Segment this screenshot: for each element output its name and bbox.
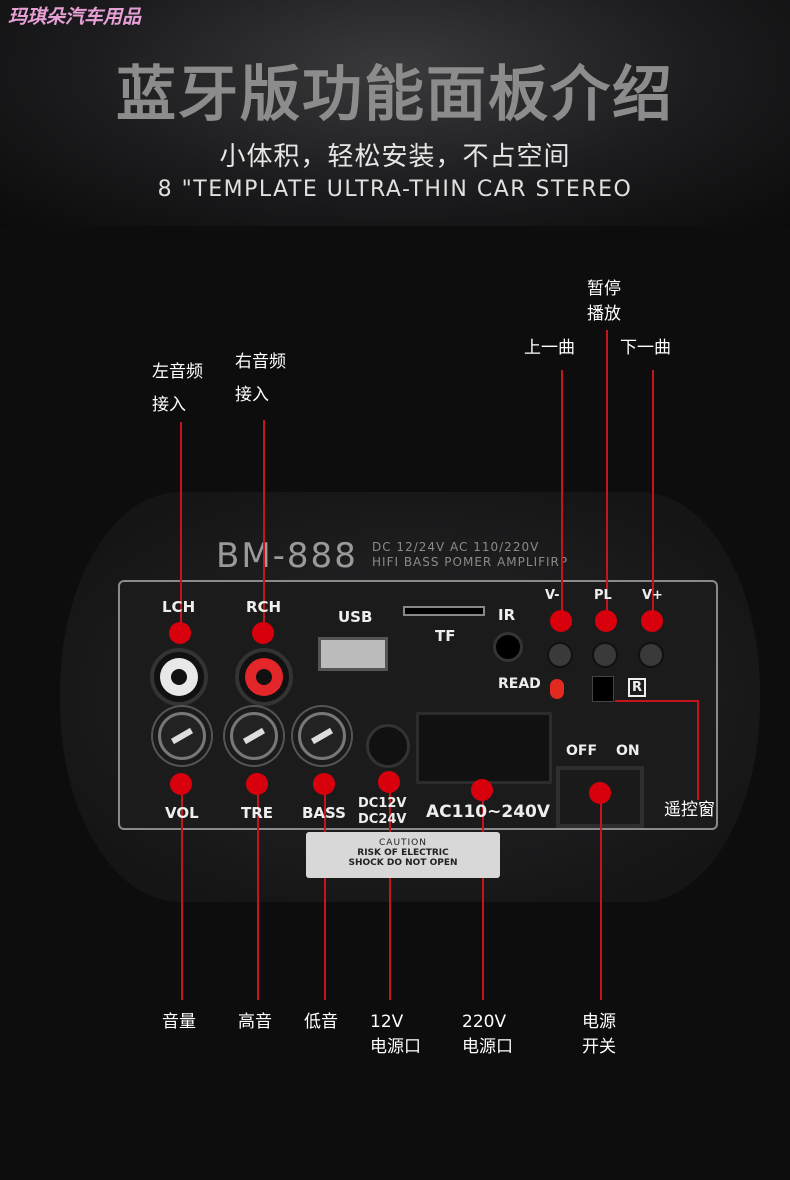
next-button [638, 642, 664, 668]
label-bass: 低音 [304, 1012, 338, 1032]
vol-label: VOL [165, 804, 199, 822]
treble-knob [230, 712, 278, 760]
prev-button [547, 642, 573, 668]
model-name: BM-888 [216, 536, 358, 576]
english-subtitle: 8 "TEMPLATE ULTRA-THIN CAR STEREO [157, 177, 633, 202]
ac-socket [416, 712, 552, 784]
callout-dot [169, 622, 191, 644]
label-pause: 暂停播放 [587, 279, 621, 324]
label-power: 电源开关 [582, 1012, 616, 1057]
callout-line [482, 790, 484, 1000]
r-label: R [628, 678, 647, 697]
callout-dot [313, 773, 335, 795]
callout-dot [589, 782, 611, 804]
volume-knob [158, 712, 206, 760]
ac-label: AC110~240V [426, 802, 551, 822]
remote-window [592, 676, 614, 702]
callout-dot [378, 771, 400, 793]
tre-label: TRE [241, 804, 274, 822]
vminus-label: V- [545, 588, 560, 603]
read-label: READ [498, 676, 541, 692]
lch-label: LCH [162, 598, 196, 616]
ir-jack [493, 632, 523, 662]
dc-jack [366, 724, 410, 768]
tf-slot [403, 606, 485, 616]
caution-line-1: RISK OF ELECTRIC [357, 848, 449, 858]
watermark: 玛琪朵汽车用品 [8, 6, 142, 28]
callout-line [389, 782, 391, 1000]
callout-line [615, 700, 698, 702]
usb-label: USB [338, 608, 373, 626]
dc24-label: DC24V [358, 812, 407, 827]
label-next: 下一曲 [620, 338, 671, 358]
rch-label: RCH [246, 598, 282, 616]
spec-line-1: DC 12/24V AC 110/220V [372, 540, 540, 554]
read-led [550, 679, 564, 699]
callout-line [697, 700, 699, 800]
bass-label: BASS [302, 804, 346, 822]
callout-dot [170, 773, 192, 795]
label-prev: 上一曲 [524, 338, 575, 358]
caution-sticker: CAUTION RISK OF ELECTRIC SHOCK DO NOT OP… [306, 832, 500, 878]
label-right-audio: 右音频接入 [235, 352, 286, 405]
page-title: 蓝牙版功能面板介绍 [116, 60, 674, 130]
callout-line [606, 330, 608, 622]
label-treble: 高音 [238, 1012, 272, 1032]
dc12-label: DC12V [358, 796, 407, 811]
callout-line [180, 422, 182, 634]
callout-dot [471, 779, 493, 801]
vplus-label: V+ [642, 588, 663, 603]
pause-button [592, 642, 618, 668]
callout-line [561, 370, 563, 622]
callout-line [257, 784, 259, 1000]
spec-line-2: HIFI BASS POMER AMPLIFIRP [372, 555, 569, 569]
callout-line [263, 420, 265, 634]
callout-line [652, 370, 654, 622]
ir-label: IR [498, 606, 516, 624]
callout-dot [550, 610, 572, 632]
caution-title: CAUTION [379, 838, 427, 848]
label-left-audio: 左音频接入 [152, 362, 203, 415]
usb-port [318, 637, 388, 671]
callout-dot [252, 622, 274, 644]
callout-dot [246, 773, 268, 795]
off-label: OFF [566, 743, 598, 759]
subtitle: 小体积，轻松安装，不占空间 [219, 142, 571, 172]
right-rca-jack [235, 648, 293, 706]
callout-line [600, 793, 602, 1000]
pl-label: PL [594, 588, 612, 603]
caution-line-2: SHOCK DO NOT OPEN [348, 858, 458, 868]
bass-knob [298, 712, 346, 760]
callout-dot [641, 610, 663, 632]
header-banner [0, 0, 790, 226]
tf-label: TF [435, 627, 456, 645]
callout-line [181, 784, 183, 1000]
on-label: ON [616, 743, 640, 759]
label-remote: 遥控窗 [664, 800, 715, 820]
callout-dot [595, 610, 617, 632]
callout-line [324, 784, 326, 1000]
left-rca-jack [150, 648, 208, 706]
label-volume: 音量 [162, 1012, 196, 1032]
